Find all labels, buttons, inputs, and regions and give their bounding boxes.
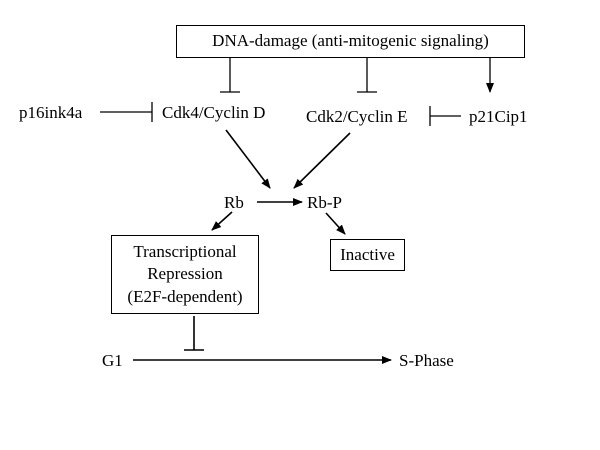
dna-damage-box: DNA-damage (anti-mitogenic signaling) bbox=[176, 25, 525, 58]
inhibit-dna-cdk2 bbox=[357, 58, 377, 93]
cdk2-label: Cdk2/Cyclin E bbox=[306, 107, 408, 126]
rbp-label: Rb-P bbox=[307, 193, 342, 212]
dna-damage-label: DNA-damage (anti-mitogenic signaling) bbox=[212, 31, 489, 51]
p21-label: p21Cip1 bbox=[469, 107, 528, 126]
inactive-box: Inactive bbox=[330, 239, 405, 271]
repression-box: Transcriptional Repression (E2F-dependen… bbox=[111, 235, 259, 314]
inhibit-dna-cdk4 bbox=[220, 58, 240, 93]
arrow-cdk4-rbp bbox=[225, 129, 271, 189]
inhibit-p16-cdk4 bbox=[100, 102, 153, 122]
rb-label: Rb bbox=[224, 193, 244, 212]
arrow-cdk2-rbp bbox=[293, 132, 351, 189]
inhibit-repression-transition bbox=[184, 316, 204, 351]
repression-line-3: (E2F-dependent) bbox=[127, 286, 243, 306]
arrow-rbp-inactive bbox=[325, 212, 346, 235]
inhibit-p21-cdk2 bbox=[429, 106, 461, 126]
repression-line-2: Repression bbox=[147, 264, 223, 284]
p16-label: p16ink4a bbox=[19, 103, 83, 122]
inactive-label: Inactive bbox=[340, 244, 395, 264]
g1-label: G1 bbox=[102, 351, 123, 370]
cdk4-label: Cdk4/Cyclin D bbox=[162, 103, 266, 122]
repression-line-1: Transcriptional bbox=[133, 242, 237, 262]
sphase-label: S-Phase bbox=[399, 351, 454, 370]
arrow-rb-repression bbox=[211, 211, 233, 231]
